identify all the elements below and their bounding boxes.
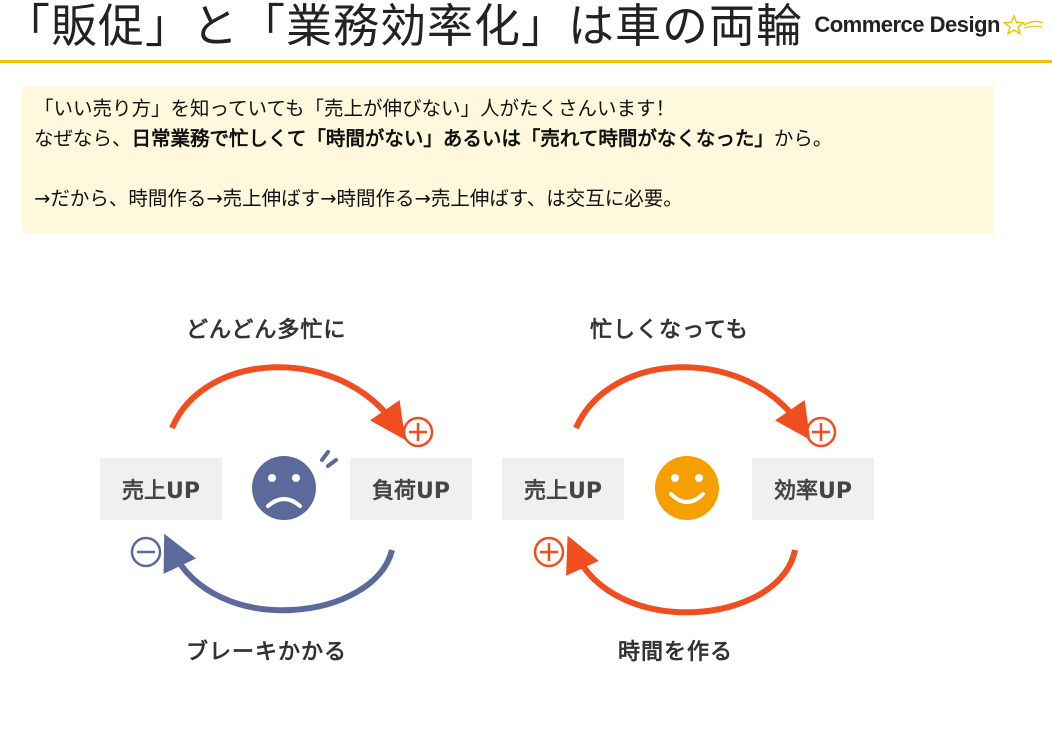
brand-name: Commerce Design [814,12,1000,37]
note-line-2: なぜなら、日常業務で忙しくて「時間がない」あるいは「売れて時間がなくなった」から… [34,124,982,154]
note-line-2-prefix: なぜなら、 [34,127,132,150]
note-line-1: 「いい売り方」を知っていても「売上が伸びない」人がたくさんいます！ [34,97,675,120]
right-top-plus-icon [805,416,837,448]
left-top-label: どんどん多忙に [186,318,347,343]
left-top-arrow [169,364,406,440]
right-bottom-arrow [566,535,798,616]
page-title: 「販促」と「業務効率化」は車の両輪 [4,0,803,53]
sad-face-icon [252,450,338,520]
brand-logo: Commerce Design [814,12,1044,38]
right-sales-box: 売上UP [502,458,624,520]
right-bottom-label: 時間を作る [618,640,734,665]
left-load-box: 負荷UP [350,458,472,520]
right-bottom-plus-icon [533,536,565,568]
smiley-face-icon [655,456,719,520]
cycle-diagram: どんどん多忙に 売上UP 負荷UP ブレーキかかる 忙しくなっても 売上UP 効… [0,260,1052,700]
star-icon [1002,14,1044,36]
right-top-arrow [573,364,811,440]
left-sales-box: 売上UP [100,458,222,520]
left-bottom-label: ブレーキかかる [186,640,348,665]
note-box: 「いい売り方」を知っていても「売上が伸びない」人がたくさんいます！ なぜなら、日… [22,86,994,234]
right-efficiency-box: 効率UP [752,458,874,520]
right-top-label: 忙しくなっても [590,318,749,343]
note-line-2-emphasis: 日常業務で忙しくて「時間がない」あるいは「売れて時間がなくなった」 [131,127,774,150]
note-line-3: →だから、時間作る→売上伸ばす→時間作る→売上伸ばす、は交互に必要。 [34,187,683,210]
note-line-2-suffix: から。 [773,127,833,150]
left-minus-icon [130,536,162,568]
left-bottom-arrow [163,533,395,614]
title-underline [0,60,1052,63]
left-plus-icon [402,416,434,448]
